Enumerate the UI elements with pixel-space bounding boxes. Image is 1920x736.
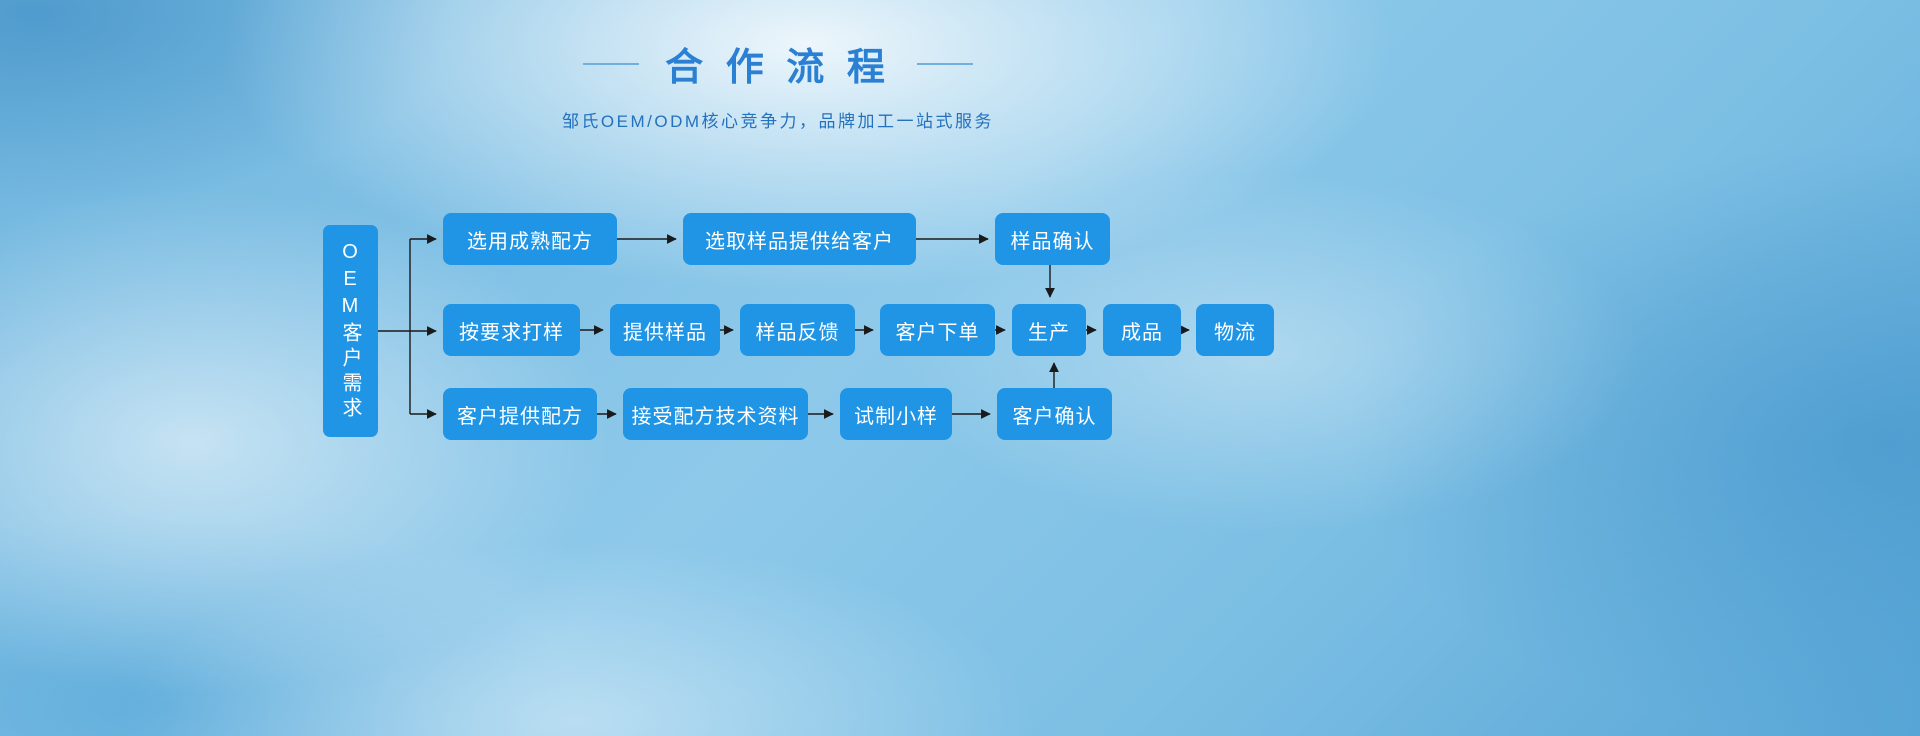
box-oem-customer-needs: OEM客户需求 bbox=[323, 225, 378, 437]
box-customer-order: 客户下单 bbox=[880, 304, 995, 356]
box-sampling-on-request: 按要求打样 bbox=[443, 304, 580, 356]
box-customer-provides-formula: 客户提供配方 bbox=[443, 388, 597, 440]
box-customer-confirmation: 客户确认 bbox=[997, 388, 1112, 440]
box-finished-product: 成品 bbox=[1103, 304, 1181, 356]
box-provide-samples-to-customer: 选取样品提供给客户 bbox=[683, 213, 916, 265]
section-title: 合 作 流 程 bbox=[665, 47, 891, 89]
section-subtitle: 邹氏OEM/ODM核心竞争力，品牌加工一站式服务 bbox=[561, 112, 995, 131]
title-row: 合 作 流 程 bbox=[0, 36, 1556, 91]
title-decor-line-left bbox=[583, 62, 640, 65]
box-trial-sample: 试制小样 bbox=[840, 388, 952, 440]
box-select-mature-formula: 选用成熟配方 bbox=[443, 213, 617, 265]
box-provide-sample: 提供样品 bbox=[610, 304, 720, 356]
box-production: 生产 bbox=[1012, 304, 1086, 356]
title-decor-line-right bbox=[916, 62, 973, 65]
box-sample-confirmation: 样品确认 bbox=[995, 213, 1110, 265]
box-sample-feedback: 样品反馈 bbox=[740, 304, 855, 356]
section-header: 合 作 流 程 邹氏OEM/ODM核心竞争力，品牌加工一站式服务 bbox=[0, 36, 1556, 132]
box-accept-formula-technical-data: 接受配方技术资料 bbox=[623, 388, 808, 440]
box-logistics: 物流 bbox=[1196, 304, 1274, 356]
